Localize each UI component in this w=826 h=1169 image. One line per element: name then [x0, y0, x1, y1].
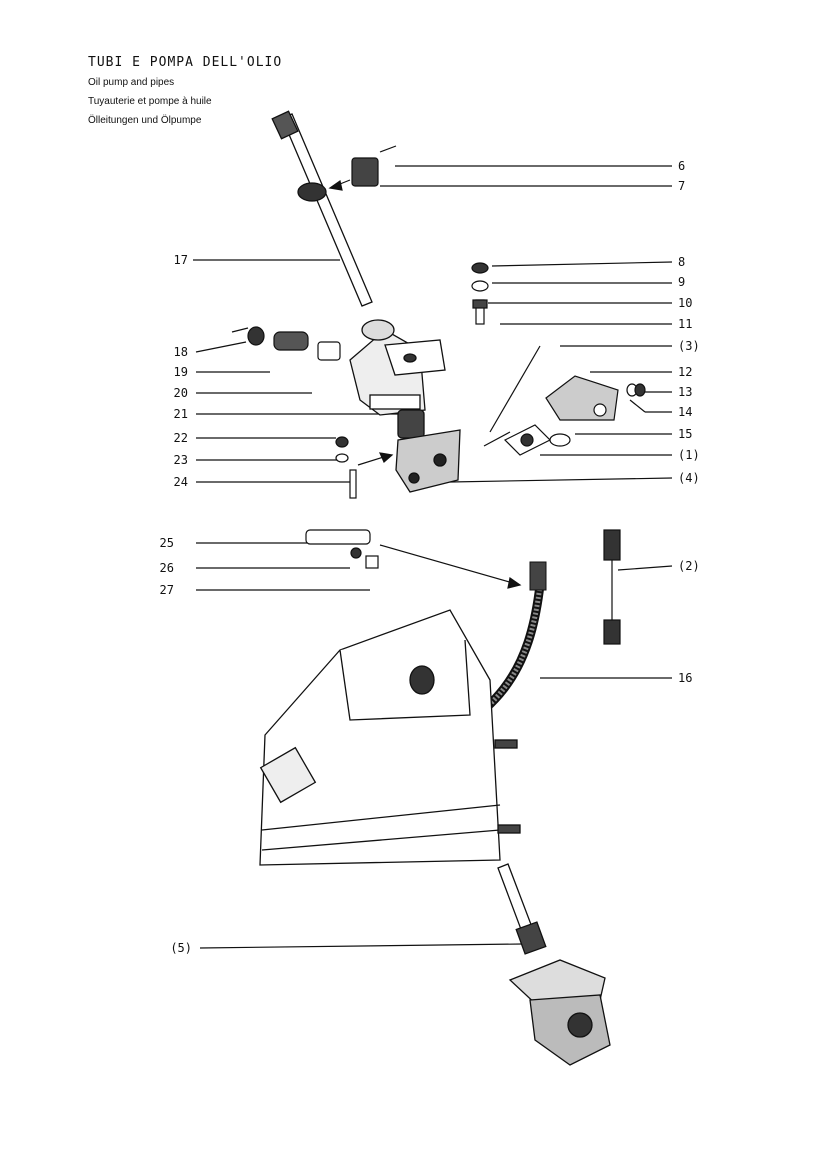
label-12: 12: [678, 365, 693, 379]
label-14: 14: [678, 405, 693, 419]
title-french: Tuyauterie et pompe à huile: [88, 96, 212, 107]
pipe-2: [603, 529, 621, 645]
title-german: Ölleitungen und Ölpumpe: [88, 115, 202, 126]
label-24: 24: [173, 475, 188, 489]
leader-18: [195, 341, 247, 353]
label-11: 11: [678, 317, 693, 331]
label-23: 23: [173, 453, 188, 467]
label-9: 9: [678, 275, 686, 289]
label-15: 15: [678, 427, 693, 441]
leader-8: [491, 261, 673, 267]
label-26: 26: [159, 561, 174, 575]
label-19: 19: [173, 365, 188, 379]
label-27: 27: [159, 583, 174, 597]
crankcase: [259, 609, 521, 866]
leader-4: [449, 477, 673, 483]
bracket-25: [305, 529, 379, 569]
title-italian: TUBI E POMPA DELL'OLIO: [88, 55, 283, 70]
assembled-pump-5: [497, 863, 611, 1066]
relief-valve-parts: [231, 326, 357, 499]
label-5: (5): [170, 941, 192, 955]
pump-housing: [349, 319, 461, 493]
label-22: 22: [173, 431, 188, 445]
label-3: (3): [678, 339, 700, 353]
label-10: 10: [678, 296, 693, 310]
washers-8-9: [471, 262, 489, 325]
drive-shaft-17: [271, 110, 373, 307]
label-20: 20: [173, 386, 188, 400]
label-8: 8: [678, 255, 686, 269]
cover-12-gasket: [483, 375, 646, 456]
label-7: 7: [678, 179, 686, 193]
arrow-25-to-16: [379, 544, 521, 586]
label-6: 6: [678, 159, 686, 173]
label-16: 16: [678, 671, 693, 685]
label-17: 17: [173, 253, 188, 267]
leader-2: [617, 565, 673, 571]
label-2: (2): [678, 559, 700, 573]
leader-5: [199, 943, 523, 949]
label-21: 21: [173, 407, 188, 421]
label-18: 18: [173, 345, 188, 359]
label-1: (1): [678, 448, 700, 462]
label-25: 25: [159, 536, 174, 550]
label-4: (4): [678, 471, 700, 485]
label-13: 13: [678, 385, 693, 399]
gear-7: [351, 145, 397, 187]
title-english: Oil pump and pipes: [88, 77, 175, 88]
